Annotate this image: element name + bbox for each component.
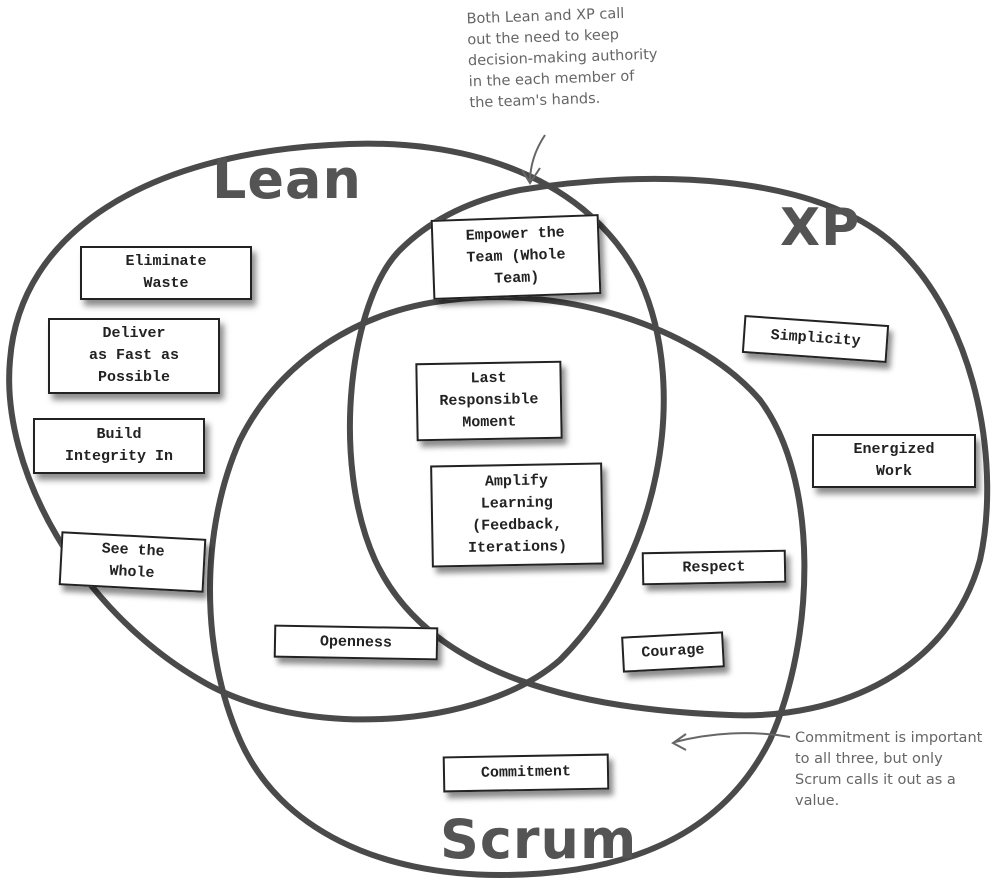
scrum-circle	[207, 294, 808, 879]
xp-circle	[346, 175, 991, 719]
note-respect: Respect	[641, 549, 787, 586]
bottom-annotation-arrow	[671, 732, 791, 751]
note-courage: Courage	[621, 631, 725, 673]
note-amplify-learning: Amplify Learning (Feedback, Iterations)	[430, 462, 604, 568]
note-eliminate-waste: Eliminate Waste	[80, 246, 252, 300]
top-annotation-arrow	[521, 134, 546, 185]
annotation-bottom: Commitment is important to all three, bu…	[795, 730, 983, 809]
lean-circle	[6, 140, 667, 723]
note-see-whole: See the Whole	[58, 531, 207, 593]
note-build-integrity: Build Integrity In	[33, 418, 205, 474]
note-commitment: Commitment	[442, 753, 610, 793]
note-last-responsible: Last Responsible Moment	[415, 360, 563, 442]
xp-title: XP	[780, 198, 861, 258]
note-empower-team: Empower the Team (Whole Team)	[430, 214, 602, 300]
note-deliver-fast: Deliver as Fast as Possible	[48, 318, 220, 394]
scrum-title: Scrum	[440, 808, 638, 871]
lean-title: Lean	[212, 148, 362, 211]
annotation-top: Both Lean and XP call out the need to ke…	[466, 5, 658, 112]
note-energized-work: Energized Work	[812, 434, 976, 488]
note-openness: Openness	[273, 624, 439, 661]
